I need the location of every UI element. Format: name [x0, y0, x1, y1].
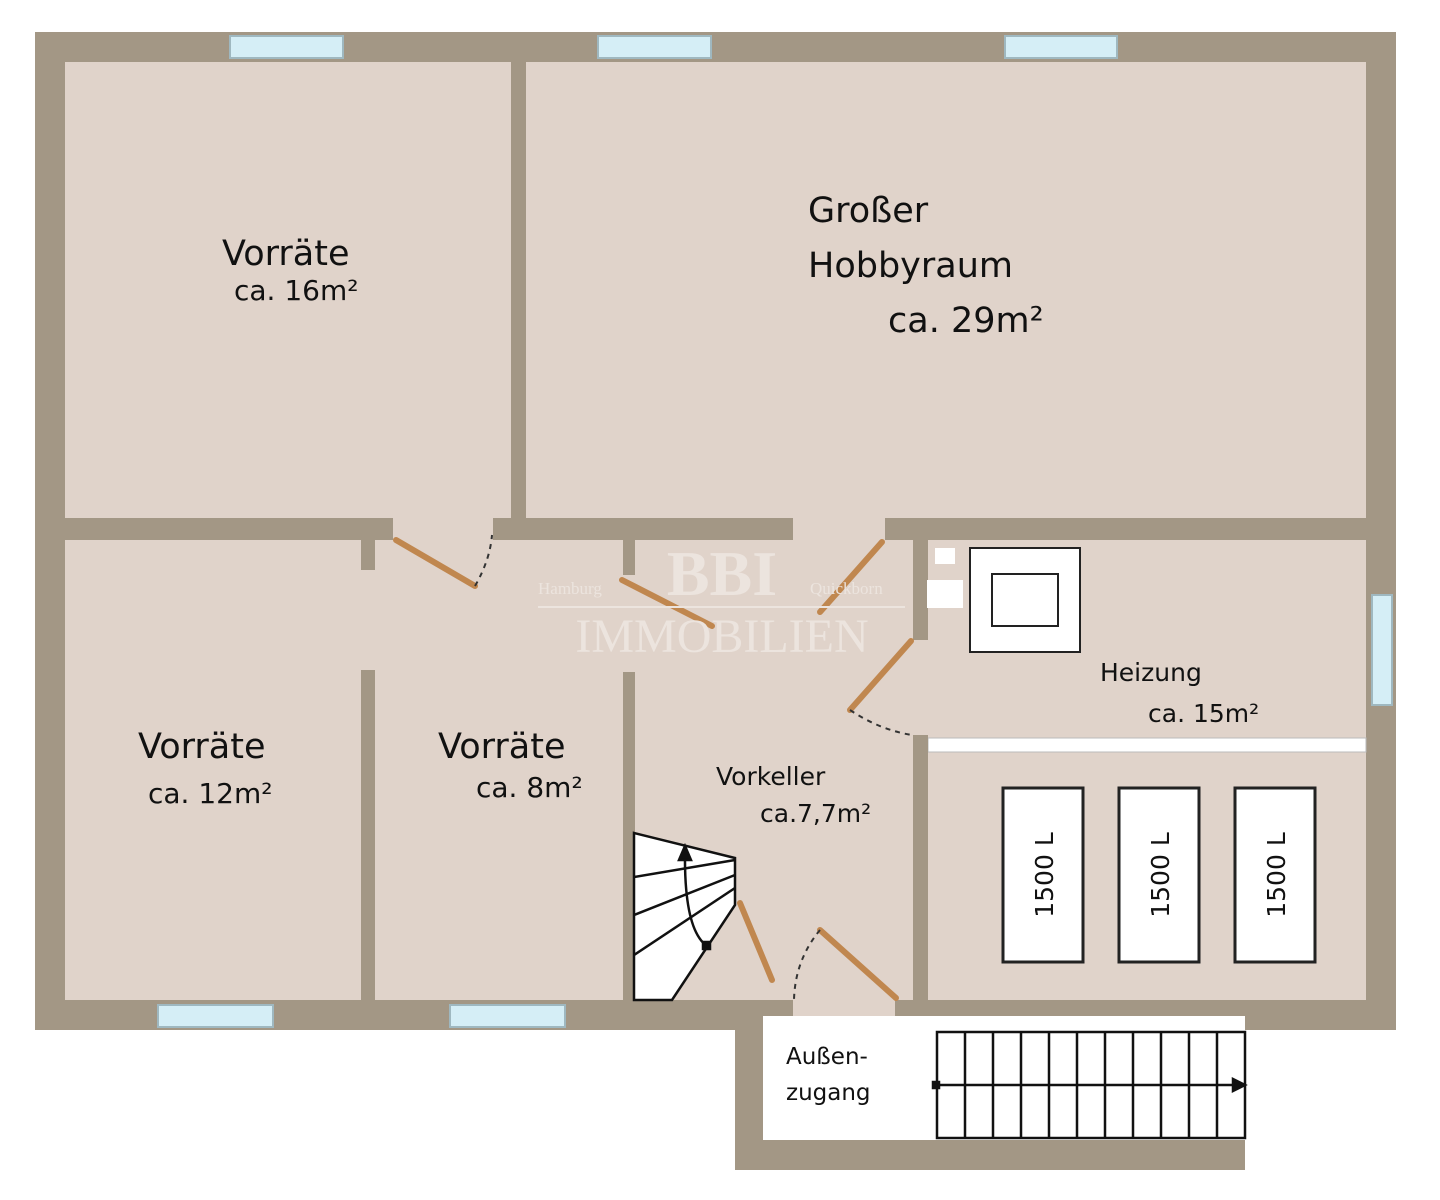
unit-small	[935, 548, 955, 564]
tank-label: 1500 L	[1146, 832, 1175, 918]
watermark-right: Quickborn	[810, 579, 883, 598]
door	[393, 537, 478, 589]
tank-label: 1500 L	[1030, 832, 1059, 918]
interior-stairs	[632, 831, 737, 1002]
window	[449, 1004, 566, 1028]
room-name: Großer	[808, 191, 929, 231]
door-swings	[474, 534, 913, 1001]
tank	[1233, 786, 1317, 964]
door	[847, 638, 914, 713]
watermark-brand: BBI	[667, 538, 777, 609]
door-gap	[911, 640, 931, 735]
tank	[1117, 786, 1201, 964]
interior-walls	[361, 540, 928, 1000]
room-area: ca. 8m²	[476, 771, 583, 804]
room-name: Vorräte	[438, 727, 566, 767]
room-area: ca. 12m²	[148, 777, 272, 810]
window	[157, 1004, 274, 1028]
door	[737, 900, 775, 983]
room-name: Hobbyraum	[808, 246, 1013, 286]
door-gap	[393, 516, 493, 542]
watermark: BBI IMMOBILIEN Hamburg Quickborn	[538, 538, 905, 663]
room-area: ca. 15m²	[1148, 699, 1259, 728]
divider-wall	[927, 737, 1367, 753]
room-name: Heizung	[1100, 658, 1202, 687]
windows	[157, 35, 1393, 1028]
tank	[1001, 786, 1085, 964]
room-area: ca. 29m²	[888, 301, 1044, 341]
watermark-sub: IMMOBILIEN	[575, 610, 868, 663]
unit	[927, 580, 963, 608]
door-gap	[793, 998, 895, 1016]
door	[817, 539, 885, 615]
window	[1004, 35, 1118, 59]
oil-tanks: 1500 L 1500 L 1500 L	[1001, 786, 1317, 964]
window	[1371, 594, 1393, 706]
room-vorraete-12	[65, 540, 361, 1000]
room-area: ca.7,7m²	[760, 799, 871, 828]
door	[619, 577, 715, 629]
room-vorraete-16	[65, 62, 511, 518]
room-name: Vorräte	[222, 234, 350, 274]
door-gap	[793, 516, 885, 542]
heater	[927, 547, 1081, 653]
room-name: Vorräte	[138, 727, 266, 767]
room-name: Vorkeller	[716, 762, 826, 791]
tank-label: 1500 L	[1262, 832, 1291, 918]
boiler-inner	[991, 573, 1059, 627]
window	[597, 35, 712, 59]
room-hobbyraum	[526, 62, 1366, 518]
room-name: Außen-	[786, 1044, 868, 1070]
exterior-stairs	[931, 1030, 1248, 1140]
room-area: ca. 16m²	[234, 274, 358, 307]
watermark-left: Hamburg	[538, 579, 602, 598]
room-name: zugang	[786, 1080, 871, 1106]
window	[229, 35, 344, 59]
doors	[393, 537, 914, 1001]
door	[817, 927, 899, 1001]
